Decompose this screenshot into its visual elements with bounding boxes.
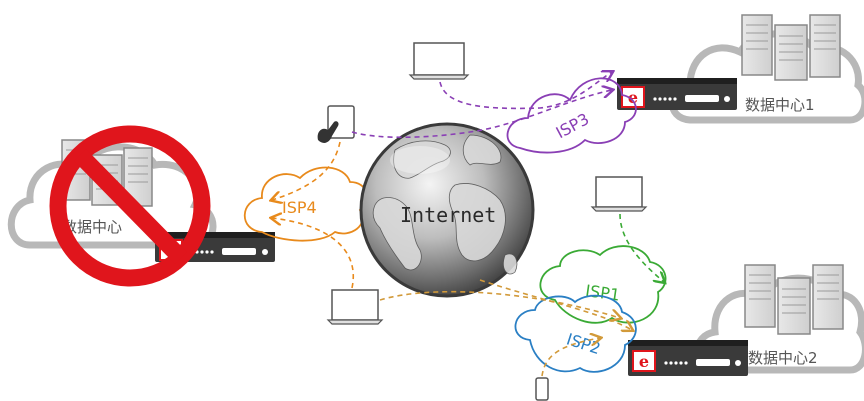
blocked-icon: [49, 125, 211, 287]
isp2-label: ISP2: [564, 329, 603, 358]
traffic-path-isp4-tablet: [272, 141, 341, 200]
traffic-path-isp1: [619, 213, 664, 282]
datacenter-label: 数据中心2: [748, 349, 818, 367]
traffic-path-phone: [541, 338, 600, 377]
isp1-cloud: ISP1: [539, 245, 667, 324]
traffic-path-isp3-tablet: [351, 90, 612, 139]
server-rack-icon: [744, 264, 844, 335]
tablet-touch-icon: [317, 105, 355, 143]
laptop-icon: [590, 176, 648, 212]
laptop-icon: [326, 289, 384, 325]
server-rack-icon: [741, 14, 841, 81]
isp3-cloud: ISP3: [506, 77, 637, 154]
phone-icon: [535, 377, 549, 401]
datacenter-label: 数据中心: [62, 218, 122, 236]
datacenter-2: 数据中心2 e: [628, 264, 864, 376]
traffic-path-isp3: [439, 72, 612, 110]
server-appliance-icon: e: [628, 340, 748, 376]
isp4-label: ISP4: [282, 198, 317, 217]
datacenter-label: 数据中心1: [745, 96, 815, 114]
svg-text:e: e: [639, 352, 649, 371]
laptop-icon: [408, 42, 470, 80]
datacenter-blocked: 数据中心 e: [7, 125, 275, 287]
svg-text:e: e: [628, 88, 638, 107]
datacenter-1: 数据中心1 e: [617, 14, 864, 124]
isp3-label: ISP3: [553, 109, 593, 142]
traffic-path-globe-dc2: [479, 279, 632, 330]
internet-globe-icon: [359, 122, 535, 298]
internet-label: Internet: [400, 203, 496, 227]
isp2-cloud: ISP2: [514, 294, 637, 373]
server-appliance-icon: e: [617, 78, 737, 110]
traffic-path-isp4-laptop: [272, 218, 355, 289]
traffic-path-laptop-dc2: [379, 290, 620, 318]
isp4-cloud: ISP4: [243, 166, 368, 242]
